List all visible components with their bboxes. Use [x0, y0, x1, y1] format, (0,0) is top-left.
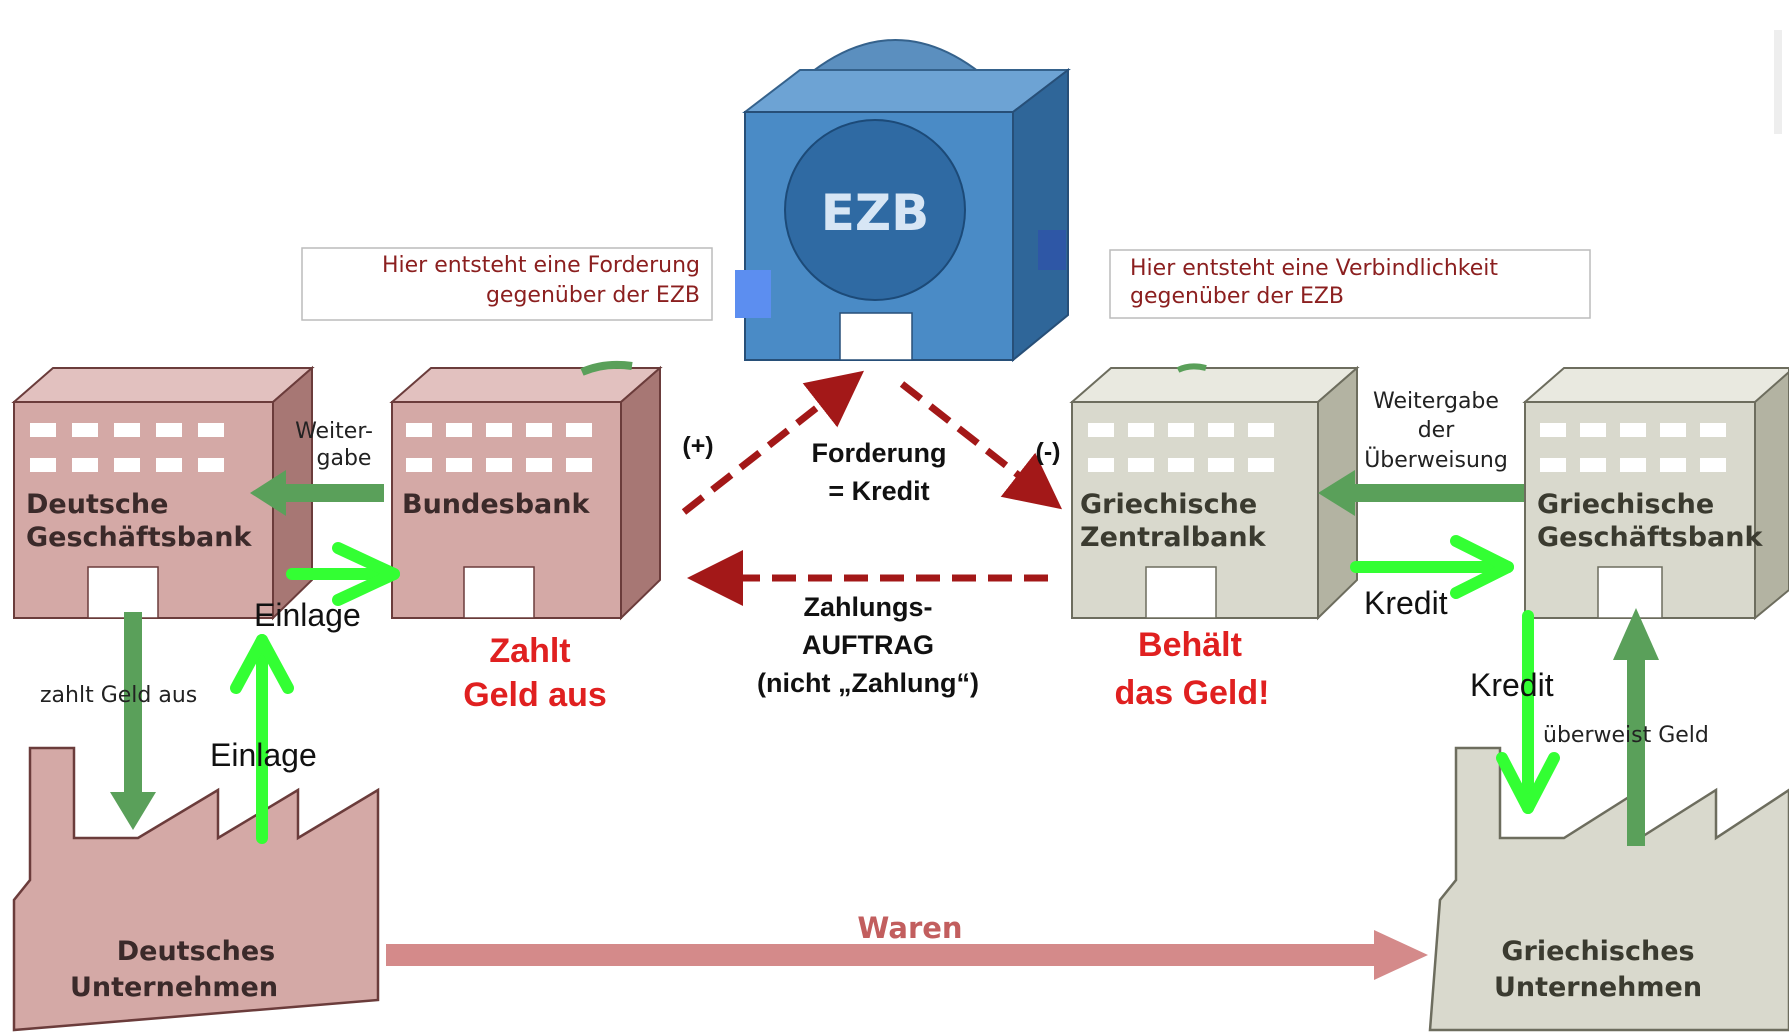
arrow-kredit-right [1350, 535, 1514, 599]
ezb-door [839, 312, 913, 361]
callout-right-line1: Hier entsteht eine Verbindlichkeit [1130, 256, 1498, 281]
zahlt-geld-aus-label: zahlt Geld aus [40, 683, 197, 708]
ezb-building: EZB [742, 39, 1071, 363]
behaelt-geld-label-2: das Geld! [1115, 674, 1270, 712]
zahlt-geld-aus-red-label-1: Zahlt [489, 632, 570, 670]
ueberweist-geld-label: überweist Geld [1543, 723, 1709, 748]
griechische-zentralbank-label-1: Griechische [1080, 489, 1257, 520]
callout-left: Hier entsteht eine Forderung gegenüber d… [301, 247, 713, 321]
griechische-geschaeftsbank-building: Griechische Geschäftsbank [1522, 367, 1789, 621]
bundesbank-building: Bundesbank [389, 365, 663, 621]
griechisches-unternehmen-label-1: Griechisches [1501, 936, 1694, 967]
griechische-geschaeftsbank-label-2: Geschäftsbank [1537, 522, 1763, 553]
callout-right-line2: gegenüber der EZB [1130, 284, 1344, 309]
weitergabe-left-label-2: gabe [317, 446, 372, 471]
weitergabe-right-label-3: Überweisung [1364, 447, 1508, 473]
kredit-label-right: Kredit [1364, 585, 1448, 621]
arrow-ezb-to-zentralbank [899, 381, 1063, 510]
ezb-label: EZB [821, 184, 930, 242]
griechische-zentralbank-label-2: Zentralbank [1080, 522, 1267, 553]
callout-left-connector [735, 270, 771, 318]
griechische-zentralbank-building: Griechische Zentralbank [1069, 365, 1360, 621]
deutsche-geschaeftsbank-label-1: Deutsche [26, 489, 168, 520]
callout-right: Hier entsteht eine Verbindlichkeit gegen… [1109, 249, 1591, 319]
arrow-ueberweist-geld [1613, 608, 1659, 846]
arrow-kredit-down [1496, 610, 1560, 814]
zahlt-geld-aus-red-label-2: Geld aus [463, 676, 607, 714]
behaelt-geld-label-1: Behält [1138, 626, 1242, 664]
weitergabe-left-label-1: Weiter- [295, 419, 373, 444]
weitergabe-right-label-1: Weitergabe [1373, 389, 1499, 414]
callout-left-line2: gegenüber der EZB [486, 283, 700, 308]
arrow-waren: Waren [386, 911, 1428, 980]
griechisches-unternehmen-factory: Griechisches Unternehmen [1428, 746, 1789, 1032]
callout-right-connector [1038, 230, 1066, 270]
minus-label: (-) [1036, 438, 1061, 466]
arrow-bundesbank-to-ezb [681, 370, 865, 515]
zahlungsauftrag-label-1: Zahlungs- [804, 592, 933, 622]
arrow-weitergabe-left [250, 470, 384, 516]
einlage-label-top: Einlage [254, 597, 361, 633]
forderung-label-2: = Kredit [828, 476, 929, 506]
bundesbank-roof-accent [580, 360, 633, 376]
plus-label: (+) [682, 432, 713, 460]
griechische-geschaeftsbank-label-1: Griechische [1537, 489, 1714, 520]
einlage-label-bottom: Einlage [210, 737, 317, 773]
forderung-label-1: Forderung [812, 438, 947, 468]
deutsche-geschaeftsbank-label-2: Geschäftsbank [26, 522, 252, 553]
arrow-einlage-right [286, 542, 400, 606]
arrow-weitergabe-right [1318, 470, 1524, 516]
kredit-label-down: Kredit [1470, 667, 1554, 703]
zahlungsauftrag-label-3: (nicht „Zahlung“) [757, 668, 979, 698]
zentralbank-roof-accent [1176, 363, 1207, 373]
waren-label: Waren [857, 911, 962, 945]
arrow-zahlt-geld-aus [110, 612, 156, 830]
griechisches-unternehmen-label-2: Unternehmen [1494, 972, 1702, 1003]
deutsches-unternehmen-factory: Deutsches Unternehmen [12, 746, 380, 1032]
deutsche-geschaeftsbank-building: Deutsche Geschäftsbank [11, 365, 315, 621]
deutsches-unternehmen-label-1: Deutsches [117, 936, 276, 967]
weitergabe-right-label-2: der [1418, 418, 1456, 443]
side-watermark [1774, 30, 1782, 134]
deutsches-unternehmen-label-2: Unternehmen [70, 972, 278, 1003]
ezb-seal [784, 119, 966, 301]
arrow-einlage-up [230, 634, 294, 844]
bundesbank-label: Bundesbank [402, 489, 591, 520]
zahlungsauftrag-label-2: AUFTRAG [802, 630, 934, 660]
callout-left-line1: Hier entsteht eine Forderung [382, 253, 700, 278]
